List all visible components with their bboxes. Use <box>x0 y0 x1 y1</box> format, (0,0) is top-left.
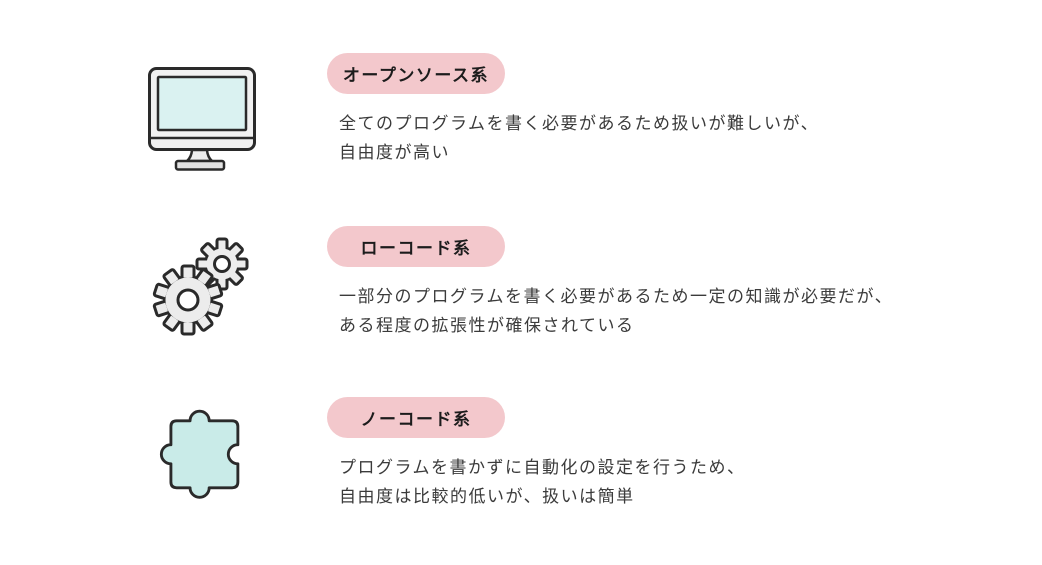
category-badge-no-code: ノーコード系 <box>327 397 505 438</box>
section-no-code: ノーコード系 プログラムを書かずに自動化の設定を行うため、 自由度は比較的低いが… <box>327 397 746 512</box>
section-description-line1: 全てのプログラムを書く必要があるため扱いが難しいが、 <box>339 114 820 134</box>
section-description: 一部分のプログラムを書く必要があるため一定の知識が必要だが、 ある程度の拡張性が… <box>339 283 893 341</box>
category-badge-label: ノーコード系 <box>360 410 472 430</box>
category-badge-label: ローコード系 <box>360 239 472 259</box>
puzzle-piece-icon <box>147 392 257 507</box>
section-open-source: オープンソース系 全てのプログラムを書く必要があるため扱いが難しいが、 自由度が… <box>327 53 819 168</box>
section-description-line1: 一部分のプログラムを書く必要があるため一定の知識が必要だが、 <box>339 287 894 307</box>
section-description-line2: ある程度の拡張性が確保されている <box>339 316 635 336</box>
category-badge-open-source: オープンソース系 <box>327 53 505 94</box>
gears-icon <box>150 234 255 339</box>
section-description-line2: 自由度は比較的低いが、扱いは簡単 <box>339 487 635 507</box>
category-badge-label: オープンソース系 <box>342 66 490 86</box>
category-badge-low-code: ローコード系 <box>327 226 505 267</box>
section-description-line2: 自由度が高い <box>339 143 450 163</box>
desktop-monitor-icon <box>147 66 257 172</box>
section-description-line1: プログラムを書かずに自動化の設定を行うため、 <box>339 458 746 478</box>
section-description: プログラムを書かずに自動化の設定を行うため、 自由度は比較的低いが、扱いは簡単 <box>339 454 746 512</box>
section-low-code: ローコード系 一部分のプログラムを書く必要があるため一定の知識が必要だが、 ある… <box>327 226 893 341</box>
section-description: 全てのプログラムを書く必要があるため扱いが難しいが、 自由度が高い <box>339 110 819 168</box>
